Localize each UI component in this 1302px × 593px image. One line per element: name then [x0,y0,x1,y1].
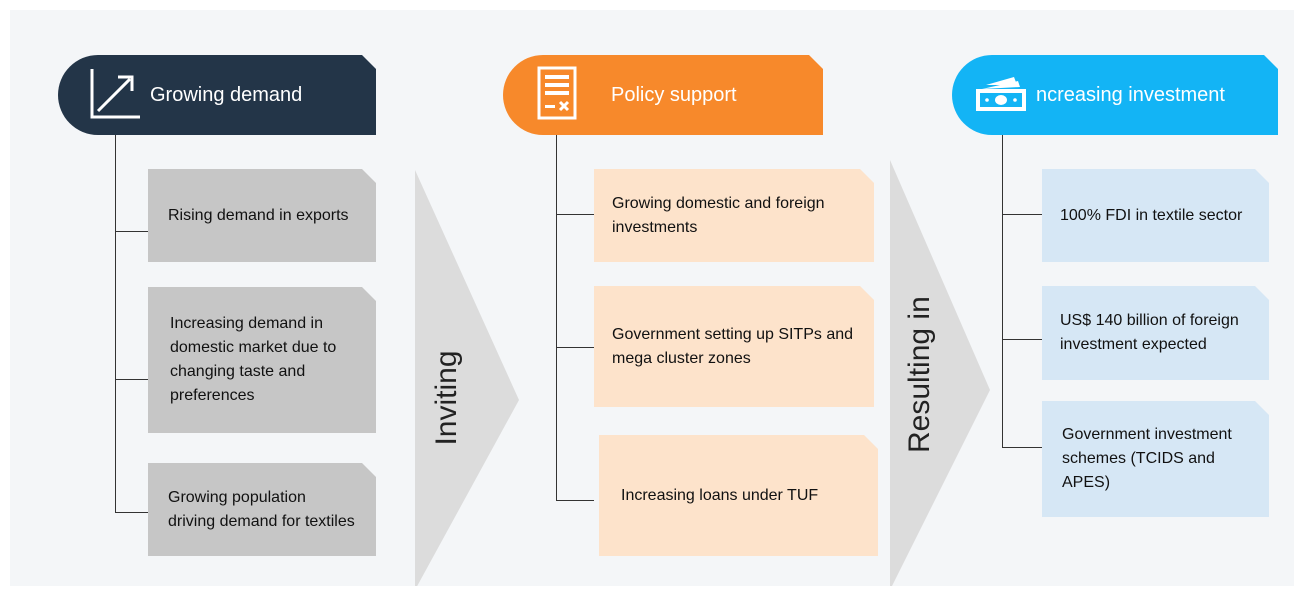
investment-item: Government investment schemes (TCIDS and… [1042,401,1269,517]
policy-item: Government setting up SITPs and mega clu… [594,286,874,407]
item-text: US$ 140 billion of foreign investment ex… [1060,312,1239,353]
connector-line [1002,135,1003,448]
trend-arrow-icon [90,69,140,119]
header-title: ncreasing investment [1036,83,1225,106]
money-bills-icon [976,77,1026,111]
connector-line [115,512,148,513]
demand-item: Rising demand in exports [148,169,376,262]
inviting-arrow [415,170,519,586]
item-text: Government investment schemes (TCIDS and… [1062,426,1232,491]
diagram-canvas: Growing demand Policy support ncreasing … [10,10,1294,586]
item-text: Government setting up SITPs and mega clu… [612,325,854,367]
item-text: Rising demand in exports [168,206,349,224]
connector-line [1002,447,1042,448]
investment-item: 100% FDI in textile sector [1042,169,1269,262]
demand-item: Increasing demand in domestic market due… [148,287,376,433]
header-policy-support: Policy support [503,55,823,135]
connector-label: Resulting in [903,296,936,453]
header-title: Policy support [611,83,737,106]
header-title: Growing demand [150,83,303,106]
connector-line [556,500,594,501]
item-text: Growing domestic and foreign investments [612,194,825,236]
connector-line [556,347,594,348]
item-text: Increasing loans under TUF [621,486,819,504]
connector-label: Inviting [430,350,463,446]
demand-item: Growing population driving demand for te… [148,463,376,556]
item-text: Growing population driving demand for te… [168,488,355,530]
connector-line [115,231,148,232]
resulting-arrow [890,160,990,586]
document-icon [537,66,577,120]
connector-line [556,214,594,215]
policy-item: Growing domestic and foreign investments [594,169,874,262]
investment-item: US$ 140 billion of foreign investment ex… [1042,286,1269,380]
connector-line [1002,339,1042,340]
header-growing-demand: Growing demand [58,55,376,135]
item-text: Increasing demand in domestic market due… [170,315,337,404]
connector-line [115,135,116,513]
connector-line [115,379,148,380]
header-increasing-investment: ncreasing investment [952,55,1278,135]
connector-line [1002,214,1042,215]
connector-line [556,135,557,501]
policy-item: Increasing loans under TUF [599,435,878,556]
item-text: 100% FDI in textile sector [1060,206,1243,224]
